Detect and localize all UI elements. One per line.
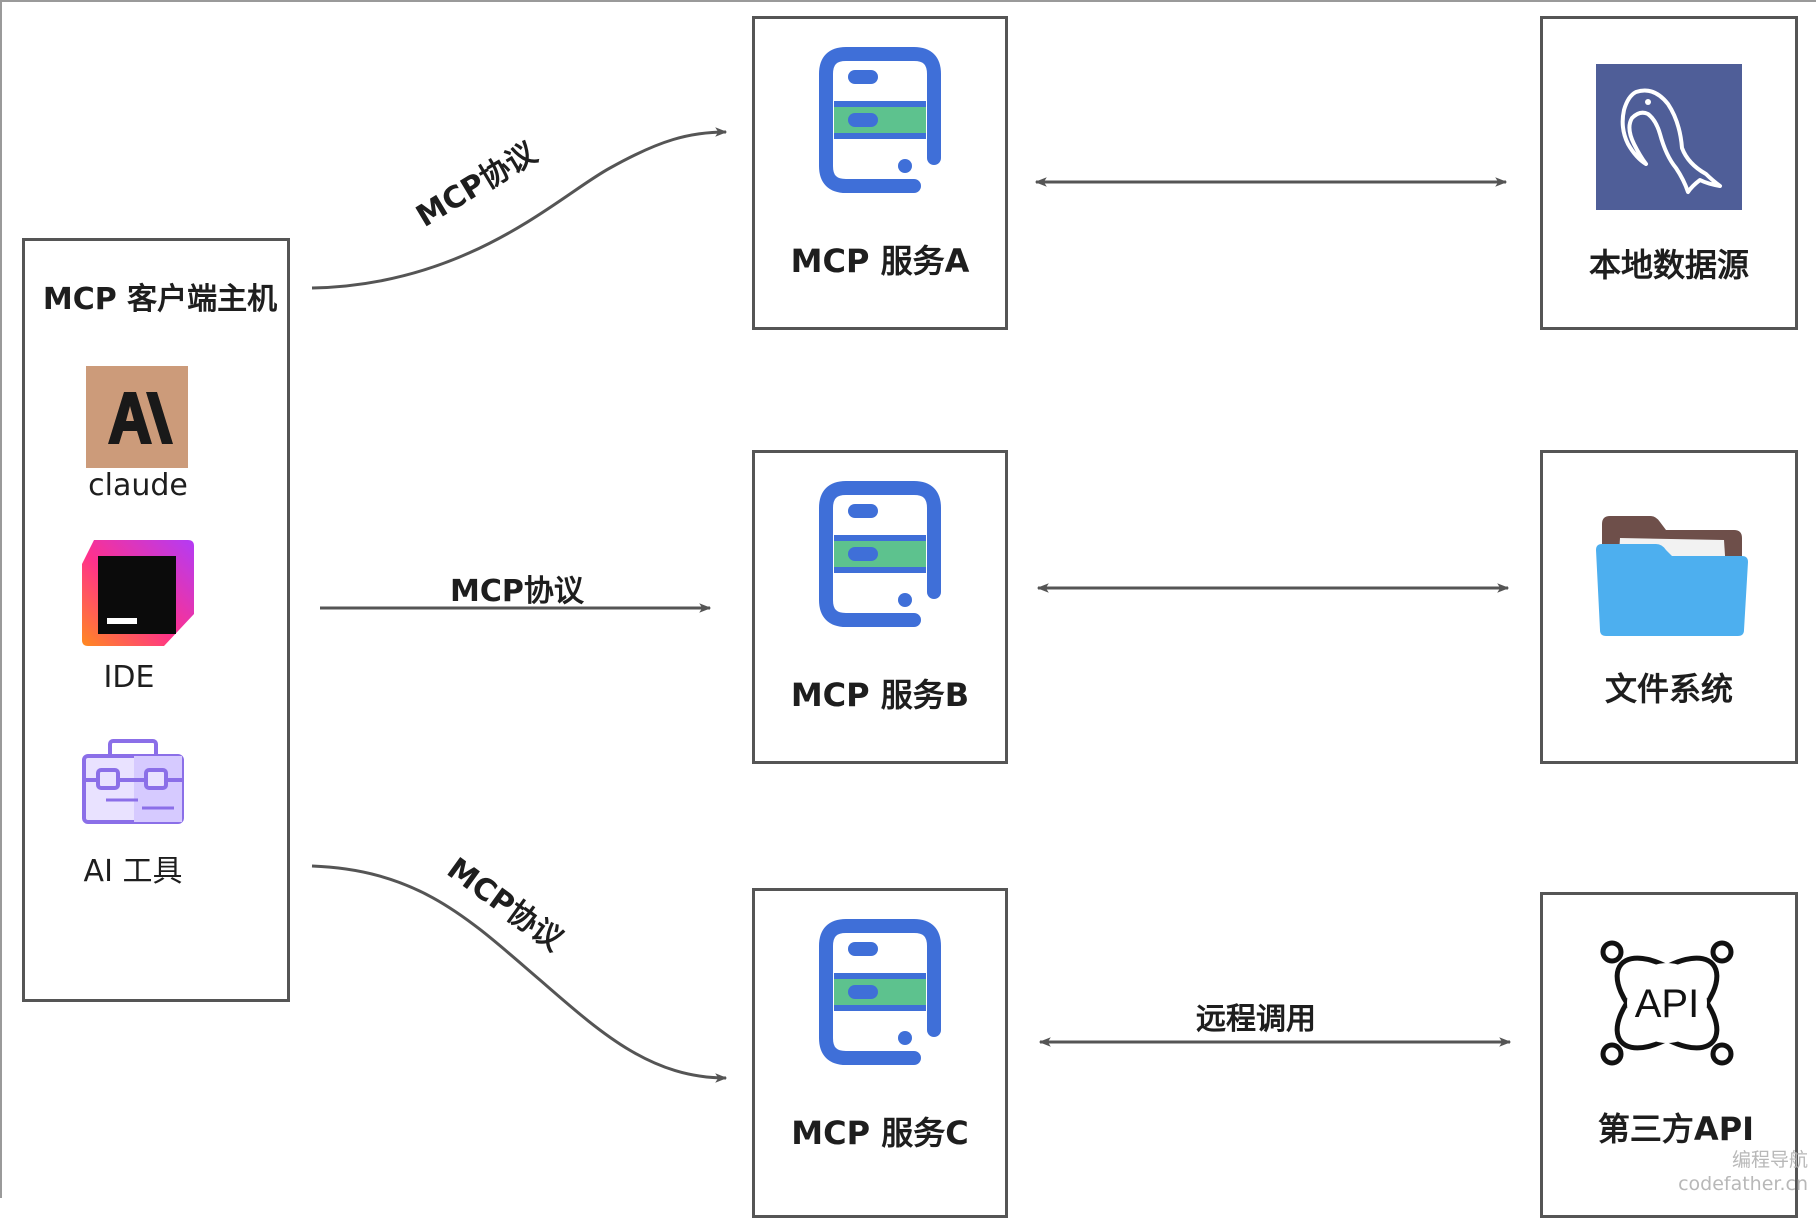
mysql-dolphin-icon <box>1596 64 1742 210</box>
client-host-title: MCP 客户端主机 <box>42 282 278 317</box>
app-label-claude: claude <box>88 468 188 503</box>
server-icon <box>816 918 944 1070</box>
edge-client-to-c <box>311 864 728 1083</box>
anthropic-logo-icon <box>86 366 188 468</box>
left-edge-line <box>0 0 2 1198</box>
service-label-c: MCP 服务C <box>791 1114 969 1152</box>
service-label-a: MCP 服务A <box>790 242 970 280</box>
watermark-line2: codefather.cn <box>1678 1173 1808 1195</box>
resource-box-api <box>1540 892 1798 1218</box>
edge-label-client-to-b: MCP协议 <box>450 574 584 609</box>
folder-icon <box>1594 510 1750 642</box>
top-edge-line <box>0 0 1816 2</box>
server-icon <box>816 480 944 632</box>
service-box-a <box>752 16 1008 330</box>
resource-label-api: 第三方API <box>1597 1110 1755 1148</box>
service-box-b <box>752 450 1008 764</box>
jetbrains-ide-icon <box>80 534 196 648</box>
watermark: 编程导航 codefather.cn <box>1678 1148 1808 1196</box>
app-label-ai-tool: AI 工具 <box>83 854 183 889</box>
resource-label-datasource: 本地数据源 <box>1588 246 1749 284</box>
edge-label-c-to-api: 远程调用 <box>1196 1002 1316 1037</box>
edge-client-to-a <box>311 127 728 290</box>
watermark-line1: 编程导航 <box>1731 1149 1808 1171</box>
api-icon: API <box>1598 936 1736 1070</box>
service-label-b: MCP 服务B <box>790 676 970 714</box>
server-icon <box>816 46 944 198</box>
app-label-ide: IDE <box>103 660 155 695</box>
toolbox-icon <box>80 738 186 826</box>
svg-text:API: API <box>1635 982 1699 1026</box>
resource-label-filesystem: 文件系统 <box>1604 670 1733 708</box>
